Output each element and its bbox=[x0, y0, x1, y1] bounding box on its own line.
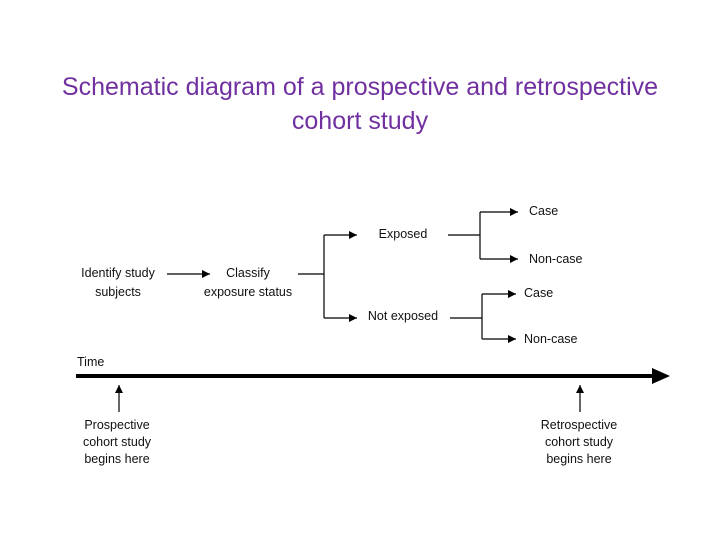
prospective-label-2: cohort study bbox=[83, 435, 152, 449]
classify-exposure-label-2: exposure status bbox=[204, 285, 292, 299]
noncase-lower-label: Non-case bbox=[524, 332, 578, 346]
time-axis-arrowhead bbox=[652, 368, 670, 384]
retrospective-label-3: begins here bbox=[546, 452, 611, 466]
retrospective-label-1: Retrospective bbox=[541, 418, 617, 432]
prospective-label-1: Prospective bbox=[84, 418, 149, 432]
diagram-title-line-2: cohort study bbox=[291, 107, 429, 135]
retrospective-label-2: cohort study bbox=[545, 435, 614, 449]
classify-exposure-label-1: Classify bbox=[226, 266, 271, 280]
case-upper-label: Case bbox=[529, 204, 558, 218]
time-axis-label: Time bbox=[77, 355, 104, 369]
prospective-label-3: begins here bbox=[84, 452, 149, 466]
diagram-title-line-1: Schematic diagram of a prospective and r… bbox=[61, 73, 659, 101]
exposed-label: Exposed bbox=[379, 227, 428, 241]
noncase-upper-label: Non-case bbox=[529, 252, 583, 266]
identify-subjects-label-2: subjects bbox=[95, 285, 141, 299]
case-lower-label: Case bbox=[524, 286, 553, 300]
identify-subjects-label-1: Identify study bbox=[81, 266, 155, 280]
not-exposed-label: Not exposed bbox=[368, 309, 438, 323]
